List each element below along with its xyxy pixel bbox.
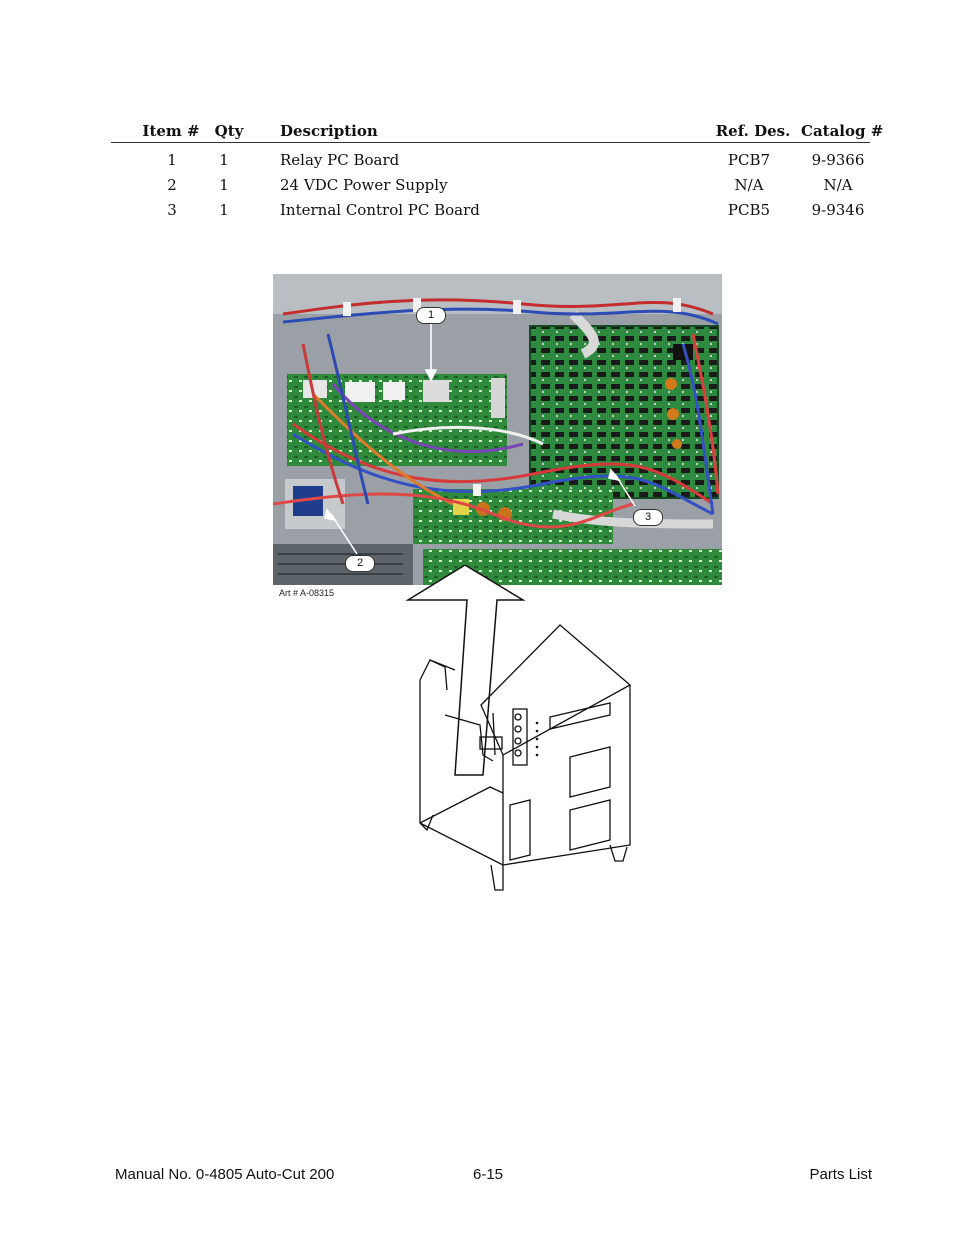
cell-description: Relay PC Board: [280, 151, 400, 169]
art-number: Art # A-08315: [279, 588, 335, 598]
cell-qty: 1: [219, 176, 229, 194]
header-catalog: Catalog #: [801, 122, 884, 140]
cell-qty: 1: [219, 151, 229, 169]
parts-table: Item # Qty Description Ref. Des. Catalog…: [111, 120, 883, 224]
footer-section-title: Parts List: [809, 1166, 872, 1183]
cell-catalog: 9-9366: [811, 151, 865, 169]
internal-boards-photo: 1 2 3: [273, 274, 722, 585]
cell-ref-des: N/A: [734, 176, 764, 194]
cell-ref-des: PCB7: [727, 151, 771, 169]
cabinet-diagram: [405, 564, 635, 895]
cell-item: 3: [167, 201, 177, 219]
cell-item: 2: [167, 176, 177, 194]
cell-catalog: N/A: [823, 176, 853, 194]
callout-3-label: 3: [633, 509, 663, 526]
cell-description: 24 VDC Power Supply: [280, 176, 448, 194]
table-row: 3 1 Internal Control PC Board PCB5 9-934…: [111, 199, 870, 224]
cell-ref-des: PCB5: [727, 201, 771, 219]
footer-manual-number: Manual No. 0-4805 Auto-Cut 200: [115, 1166, 335, 1183]
cell-qty: 1: [219, 201, 229, 219]
table-row: 2 1 24 VDC Power Supply N/A N/A: [111, 174, 870, 199]
header-qty: Qty: [214, 122, 244, 140]
header-description: Description: [280, 122, 378, 140]
cell-catalog: 9-9346: [811, 201, 865, 219]
table-body: 1 1 Relay PC Board PCB7 9-9366 2 1 24 VD…: [111, 143, 870, 224]
callout-2-label: 2: [345, 555, 375, 572]
header-item: Item #: [142, 122, 200, 140]
table-row: 1 1 Relay PC Board PCB7 9-9366: [111, 149, 870, 174]
footer-page-number: 6-15: [473, 1166, 504, 1183]
header-ref-des: Ref. Des.: [715, 122, 791, 140]
callout-1-label: 1: [416, 307, 446, 324]
cell-description: Internal Control PC Board: [280, 201, 480, 219]
table-header: Item # Qty Description Ref. Des. Catalog…: [111, 120, 883, 143]
cell-item: 1: [167, 151, 177, 169]
